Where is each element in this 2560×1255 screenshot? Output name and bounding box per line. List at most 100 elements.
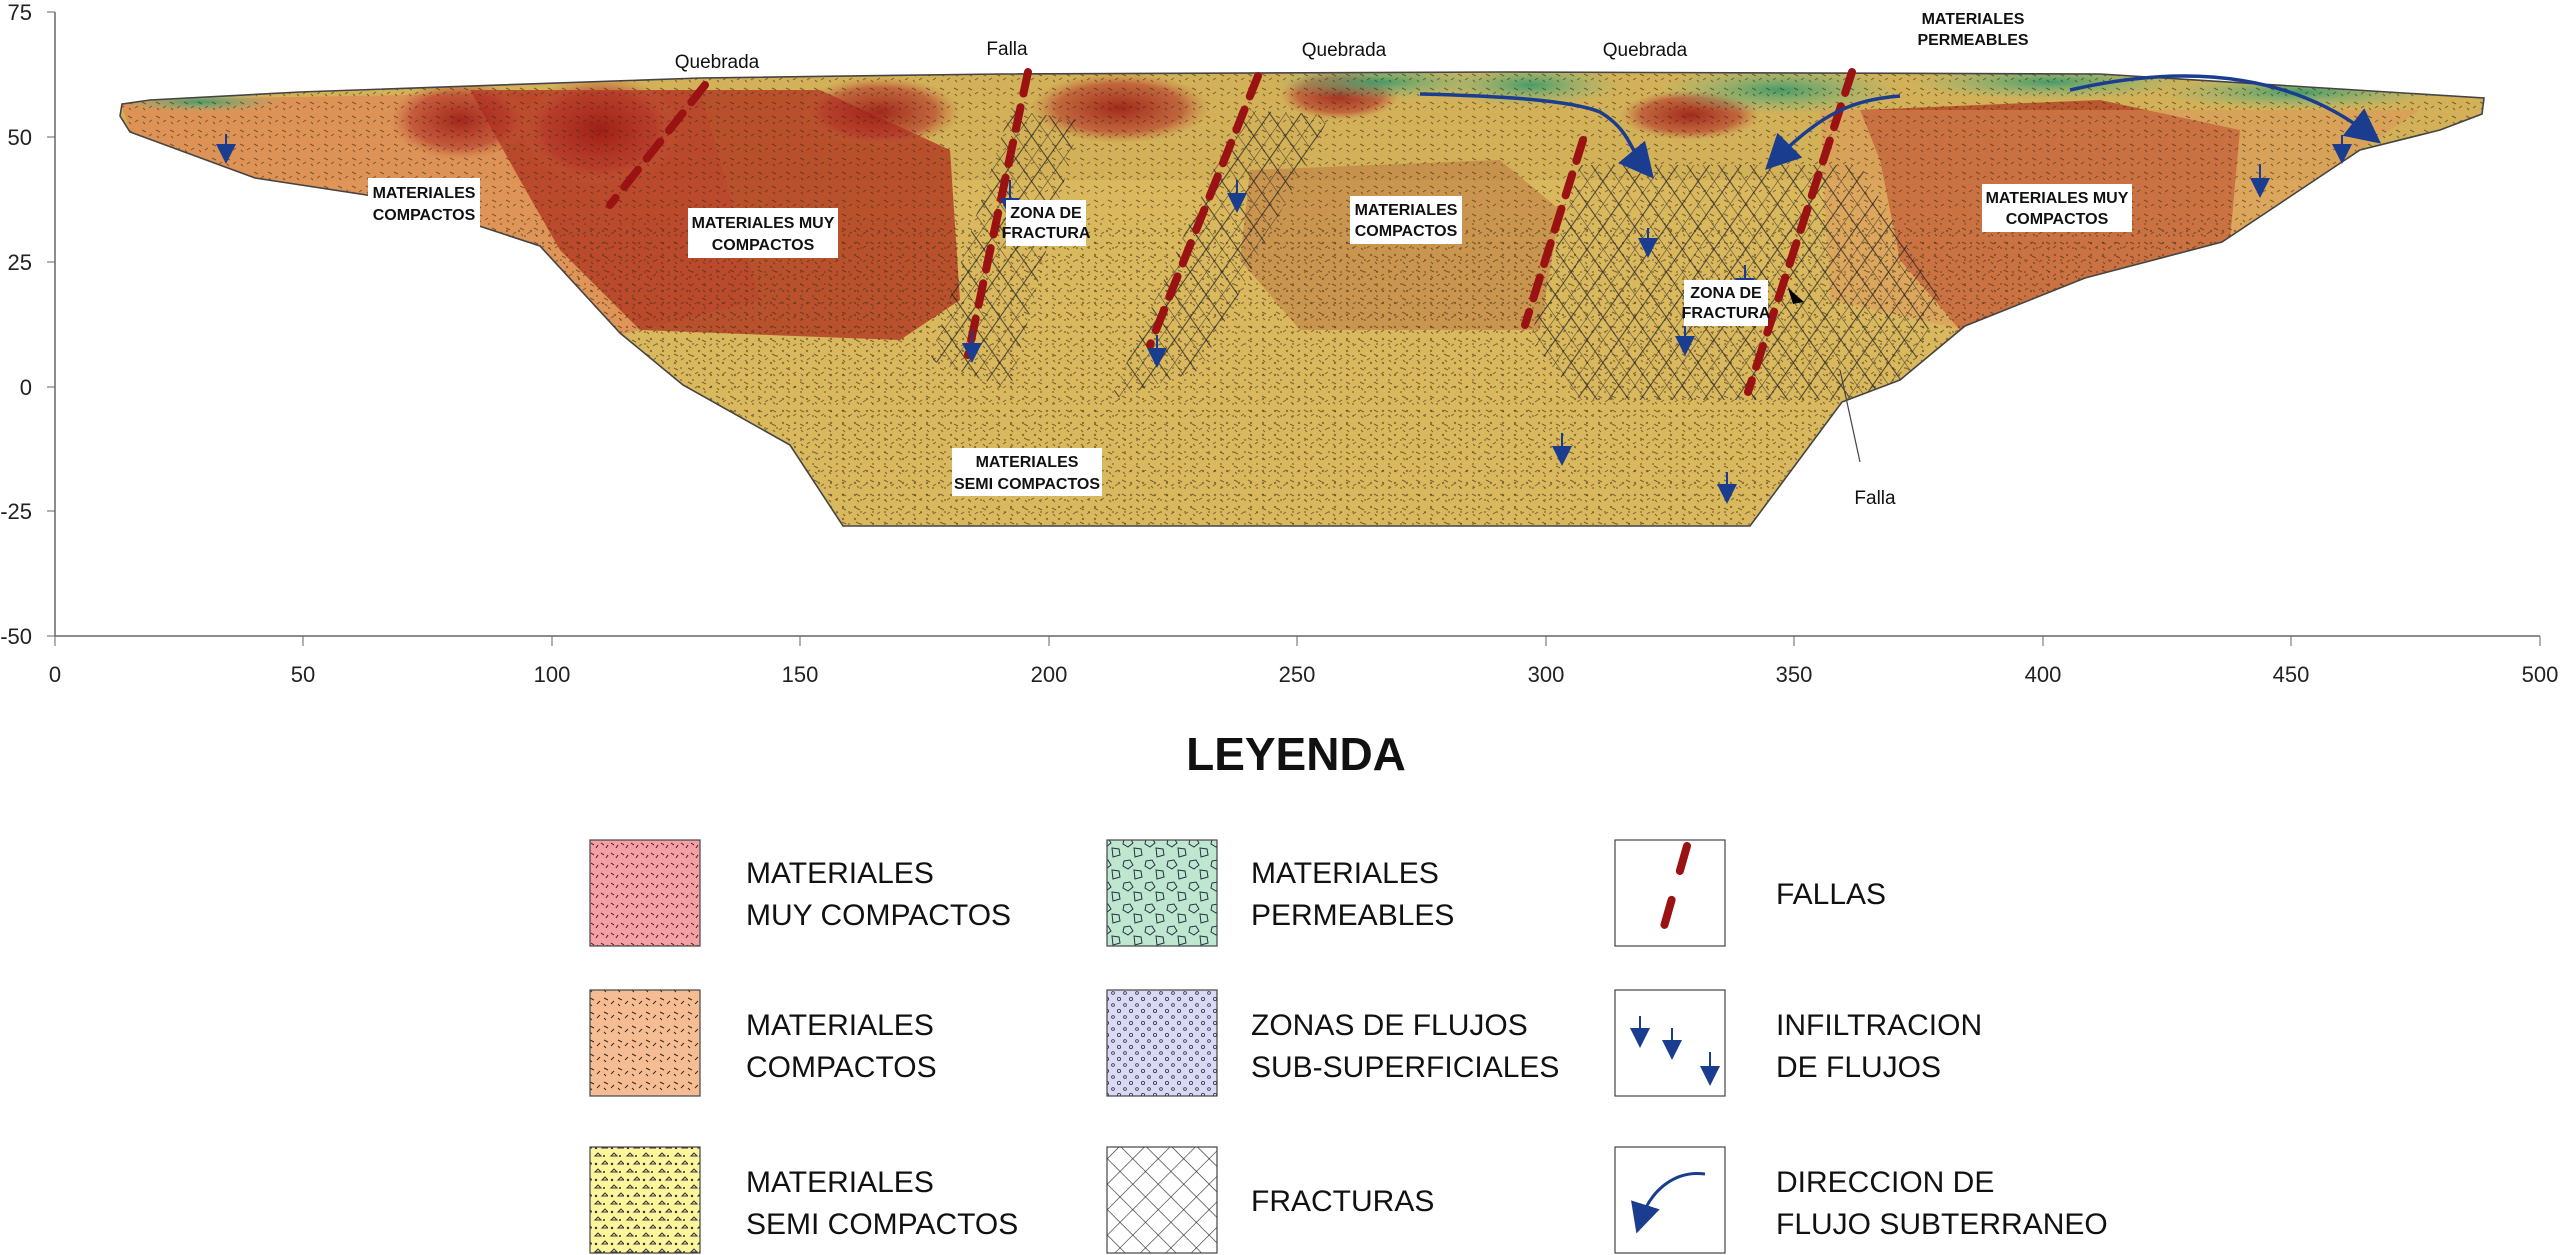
cursor-pointer — [1788, 288, 1804, 304]
legend-item-permeables: MATERIALES PERMEABLES — [1106, 839, 1454, 947]
swatch-muy-compactos — [589, 839, 701, 947]
swatch-infiltracion — [1614, 989, 1726, 1097]
svg-text:MATERIALES: MATERIALES — [1251, 857, 1439, 890]
svg-text:INFILTRACION: INFILTRACION — [1776, 1009, 1982, 1042]
svg-text:MATERIALES: MATERIALES — [746, 1166, 934, 1199]
y-tick-label: 50 — [8, 125, 32, 150]
groundwater-flow-arrows — [1419, 74, 2382, 179]
swatch-semi-compactos — [589, 1146, 701, 1254]
y-tick-marks — [47, 11, 55, 637]
legend-item-fracturas: FRACTURAS — [1106, 1146, 1434, 1254]
x-tick-label: 100 — [534, 662, 571, 687]
falla-label: Falla — [1854, 488, 1896, 509]
section-annotations: Quebrada Falla Quebrada Quebrada MATERIA… — [675, 11, 2029, 509]
svg-text:FLUJO SUBTERRANEO: FLUJO SUBTERRANEO — [1776, 1208, 2108, 1241]
svg-text:MATERIALES: MATERIALES — [373, 185, 476, 202]
legend-item-direccion: DIRECCION DE FLUJO SUBTERRANEO — [1614, 1146, 2108, 1254]
fracture-zone-mid — [1110, 110, 1330, 400]
svg-text:MATERIALES: MATERIALES — [976, 454, 1079, 471]
fault-line — [1744, 68, 1856, 396]
x-tick-label: 200 — [1031, 662, 1068, 687]
legend-item-compactos: MATERIALES COMPACTOS — [589, 989, 937, 1097]
legend-item-muy-compactos: MATERIALES MUY COMPACTOS — [589, 839, 1011, 947]
flow-direction-icon — [1631, 1172, 1706, 1234]
fault-line — [964, 68, 1032, 359]
svg-text:COMPACTOS: COMPACTOS — [1355, 223, 1458, 240]
swatch-direccion — [1614, 1146, 1726, 1254]
faults — [606, 68, 1856, 396]
falla-label: Falla — [986, 39, 1028, 60]
x-tick-label: 0 — [49, 662, 61, 687]
y-tick-label: -25 — [0, 499, 32, 524]
svg-text:COMPACTOS: COMPACTOS — [712, 237, 815, 254]
legend: LEYENDA MATERIALES MUY COMPACTOS MATERIA… — [589, 728, 2108, 1254]
swatch-compactos — [589, 989, 701, 1097]
quebrada-label: Quebrada — [675, 52, 760, 73]
zone-labels: MATERIALES COMPACTOS MATERIALES MUY COMP… — [368, 178, 2132, 496]
svg-text:MUY COMPACTOS: MUY COMPACTOS — [746, 899, 1011, 932]
legend-item-infiltracion: INFILTRACION DE FLUJOS — [1614, 989, 1982, 1097]
svg-text:DE FLUJOS: DE FLUJOS — [1776, 1051, 1941, 1084]
swatch-flujos-sub — [1106, 989, 1218, 1097]
y-axis: 75 50 25 0 -25 -50 — [0, 0, 56, 649]
quebrada-label: Quebrada — [1302, 40, 1387, 61]
infiltration-icon — [1630, 1016, 1720, 1086]
svg-text:FALLAS: FALLAS — [1776, 878, 1886, 911]
svg-text:ZONAS DE FLUJOS: ZONAS DE FLUJOS — [1251, 1009, 1528, 1042]
svg-text:FRACTURA: FRACTURA — [1682, 305, 1771, 322]
x-tick-marks — [54, 636, 2541, 646]
svg-text:COMPACTOS: COMPACTOS — [2006, 211, 2109, 228]
fault-line — [1521, 136, 1587, 329]
x-tick-label: 400 — [2025, 662, 2062, 687]
legend-item-fallas: FALLAS — [1614, 839, 1886, 947]
permeables-label-line2: PERMEABLES — [1917, 32, 2028, 49]
falla-leader-line — [1839, 369, 1861, 463]
zone-label-fractura-left: ZONA DE FRACTURA — [1002, 200, 1091, 246]
quebrada-label: Quebrada — [1603, 40, 1688, 61]
texture-dots — [120, 220, 2484, 526]
x-tick-label: 50 — [291, 662, 315, 687]
swatch-fracturas — [1106, 1146, 1218, 1254]
zone-label-muy-compactos-left: MATERIALES MUY COMPACTOS — [688, 208, 838, 258]
x-tick-label: 450 — [2273, 662, 2310, 687]
svg-text:PERMEABLES: PERMEABLES — [1251, 899, 1454, 932]
svg-text:ZONA DE: ZONA DE — [1010, 205, 1082, 222]
svg-text:COMPACTOS: COMPACTOS — [746, 1051, 937, 1084]
fault-line — [606, 81, 709, 209]
svg-text:FRACTURAS: FRACTURAS — [1251, 1185, 1434, 1218]
svg-text:MATERIALES: MATERIALES — [746, 857, 934, 890]
zone-label-semi-compactos: MATERIALES SEMI COMPACTOS — [952, 448, 1102, 496]
svg-text:ZONA DE: ZONA DE — [1690, 285, 1762, 302]
flow-arrow — [1765, 94, 1901, 170]
permeables-label-line1: MATERIALES — [1922, 11, 2025, 28]
x-axis: 0 50 100 150 200 250 300 350 400 450 500 — [49, 635, 2559, 687]
legend-item-semi-compactos: MATERIALES SEMI COMPACTOS — [589, 1146, 1018, 1254]
svg-text:SEMI COMPACTOS: SEMI COMPACTOS — [954, 476, 1100, 493]
svg-text:DIRECCION DE: DIRECCION DE — [1776, 1166, 1994, 1199]
flow-arrow — [1419, 92, 1654, 179]
legend-title: LEYENDA — [1186, 728, 1406, 780]
geological-section — [119, 68, 2485, 527]
zone-label-muy-compactos-right: MATERIALES MUY COMPACTOS — [1982, 184, 2132, 232]
x-tick-label: 300 — [1528, 662, 1565, 687]
y-tick-label: 25 — [8, 250, 32, 275]
swatch-permeables — [1106, 839, 1218, 947]
legend-item-flujos-sub: ZONAS DE FLUJOS SUB-SUPERFICIALES — [1106, 989, 1559, 1097]
fault-line — [1146, 72, 1262, 349]
flow-arrow — [2069, 74, 2382, 144]
svg-text:MATERIALES: MATERIALES — [746, 1009, 934, 1042]
zone-label-compactos: MATERIALES COMPACTOS — [368, 178, 480, 228]
y-tick-label: 0 — [20, 375, 32, 400]
zone-label-compactos-center: MATERIALES COMPACTOS — [1350, 196, 1462, 244]
y-tick-label: -50 — [0, 624, 32, 649]
svg-text:MATERIALES MUY: MATERIALES MUY — [692, 215, 835, 232]
x-tick-label: 250 — [1279, 662, 1316, 687]
fault-icon — [1659, 842, 1691, 934]
swatch-fallas — [1614, 839, 1726, 947]
y-tick-label: 75 — [8, 0, 32, 25]
x-tick-label: 500 — [2522, 662, 2559, 687]
fracture-zone-left — [930, 110, 1080, 390]
x-tick-label: 150 — [782, 662, 819, 687]
svg-text:SUB-SUPERFICIALES: SUB-SUPERFICIALES — [1251, 1051, 1559, 1084]
